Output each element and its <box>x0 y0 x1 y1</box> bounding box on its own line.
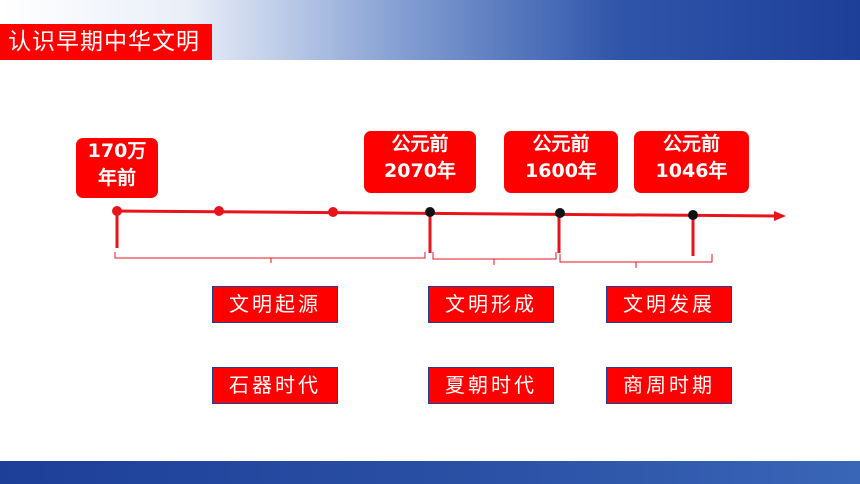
era-box: 石器时代 <box>212 367 338 404</box>
period-bracket <box>432 252 557 265</box>
date-label: 公元前 2070年 <box>364 131 476 193</box>
era-box: 商周时期 <box>606 367 732 404</box>
stage-box: 文明发展 <box>606 286 732 323</box>
page-title: 认识早期中华文明 <box>0 24 212 60</box>
timeline-axis <box>114 209 777 218</box>
period-bracket <box>559 254 713 268</box>
timeline-dot <box>328 207 338 217</box>
date-label: 公元前 1600年 <box>504 131 618 193</box>
timeline-dot <box>425 207 435 217</box>
timeline-dot <box>112 206 122 216</box>
timeline-dot <box>688 210 698 220</box>
era-box: 夏朝时代 <box>428 367 554 404</box>
timeline-arrow-head <box>774 211 786 221</box>
period-bracket <box>114 252 426 263</box>
stage-box: 文明起源 <box>212 286 338 323</box>
timeline-dot <box>555 208 565 218</box>
date-label: 170万 年前 <box>76 138 158 198</box>
footer-band <box>0 461 860 484</box>
stage-box: 文明形成 <box>428 286 554 323</box>
timeline-dot <box>214 206 224 216</box>
date-label: 公元前 1046年 <box>634 131 749 193</box>
